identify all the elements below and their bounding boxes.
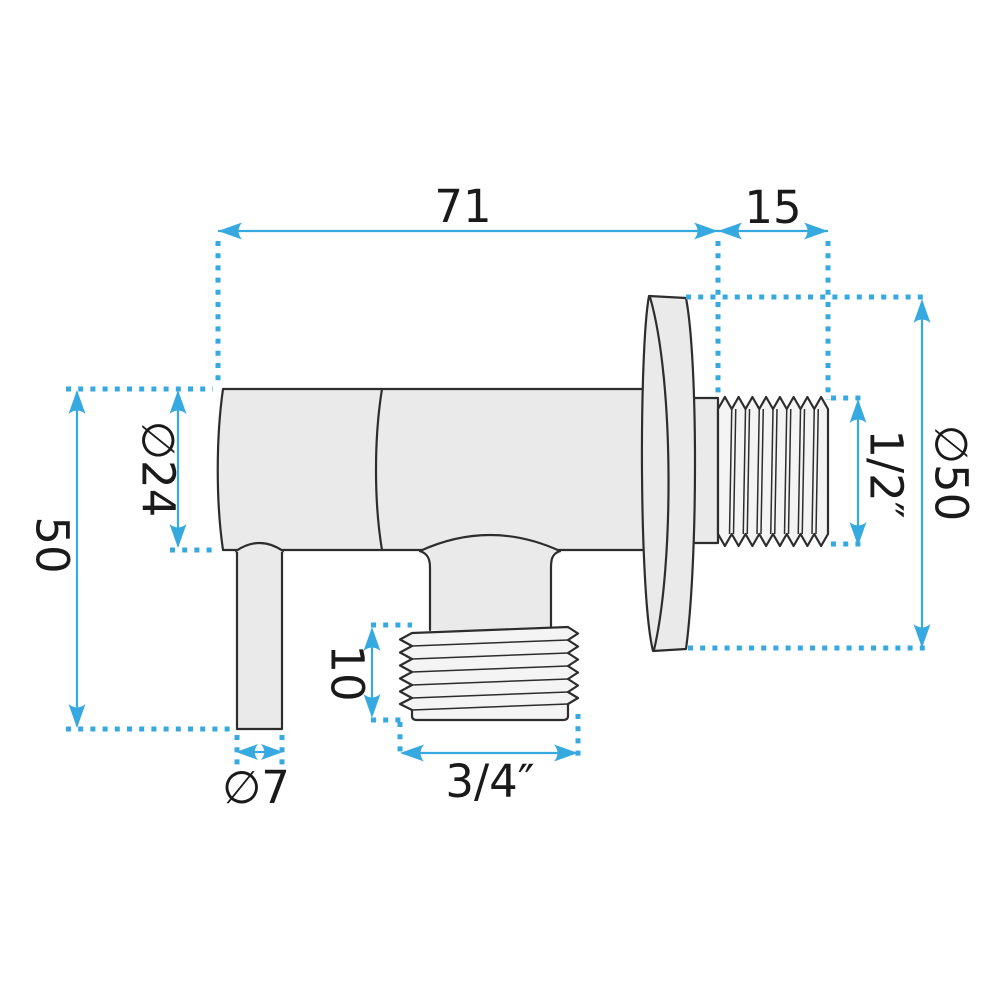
dimension-half-inch: 1/2″ <box>849 399 913 546</box>
arrowhead-left <box>400 744 424 762</box>
outlet-neck-fill <box>430 551 551 630</box>
arrowhead-left <box>236 744 258 760</box>
arrowhead-top <box>68 390 86 414</box>
dimensions: 71 15 50 ∅24 ∅7 <box>26 180 978 814</box>
arrowhead-top <box>169 390 187 414</box>
arrowhead-top <box>363 627 381 651</box>
arrowhead-bottom <box>913 624 931 648</box>
dimension-50-height: 50 <box>26 390 86 728</box>
arrowhead-bottom <box>363 694 381 718</box>
dimension-71: 71 <box>218 180 718 240</box>
dim-label-three-quarter-inch: 3/4″ <box>445 755 534 808</box>
arrowhead-bottom <box>849 522 867 546</box>
extension-lines <box>66 241 928 766</box>
arrowhead-bottom <box>169 524 187 548</box>
arrowhead-right <box>694 222 718 240</box>
arrowhead-left <box>718 222 742 240</box>
dim-label-dia24: ∅24 <box>132 421 185 517</box>
valve-part <box>216 294 830 731</box>
dimension-15: 15 <box>718 181 828 240</box>
dimension-three-quarter-inch: 3/4″ <box>400 744 578 808</box>
dimension-dia50: ∅50 <box>913 299 978 648</box>
dimension-dia24: ∅24 <box>132 390 187 548</box>
handle-dome-arc <box>234 541 285 553</box>
dim-label-50-height: 50 <box>26 516 79 573</box>
valve-body <box>216 387 654 552</box>
arrowhead-right <box>261 744 283 760</box>
dim-label-71: 71 <box>434 180 491 233</box>
handle-rod <box>235 552 284 731</box>
dimension-dia7: ∅7 <box>222 744 290 814</box>
valve-body-division-line <box>374 387 384 552</box>
flange-rim-arc <box>648 295 670 652</box>
dim-label-half-inch: 1/2″ <box>860 429 913 518</box>
outlet-neck-right-side <box>549 549 562 632</box>
bottom-thread-ridge-lines <box>411 639 569 711</box>
dim-label-dia7: ∅7 <box>222 761 290 814</box>
dim-label-dia50: ∅50 <box>925 425 978 521</box>
arrowhead-top <box>913 299 931 323</box>
outlet-dome-arc <box>418 533 562 553</box>
arrowhead-right <box>804 222 828 240</box>
arrowhead-top <box>849 399 867 423</box>
dim-label-10: 10 <box>321 644 374 701</box>
dim-label-15: 15 <box>744 181 801 234</box>
dimension-10: 10 <box>321 627 381 718</box>
outlet-neck-left-side <box>418 549 432 632</box>
arrowhead-bottom <box>68 704 86 728</box>
arrowhead-right <box>554 744 578 762</box>
right-thread-groove-lines <box>728 408 819 535</box>
arrowhead-left <box>218 222 242 240</box>
